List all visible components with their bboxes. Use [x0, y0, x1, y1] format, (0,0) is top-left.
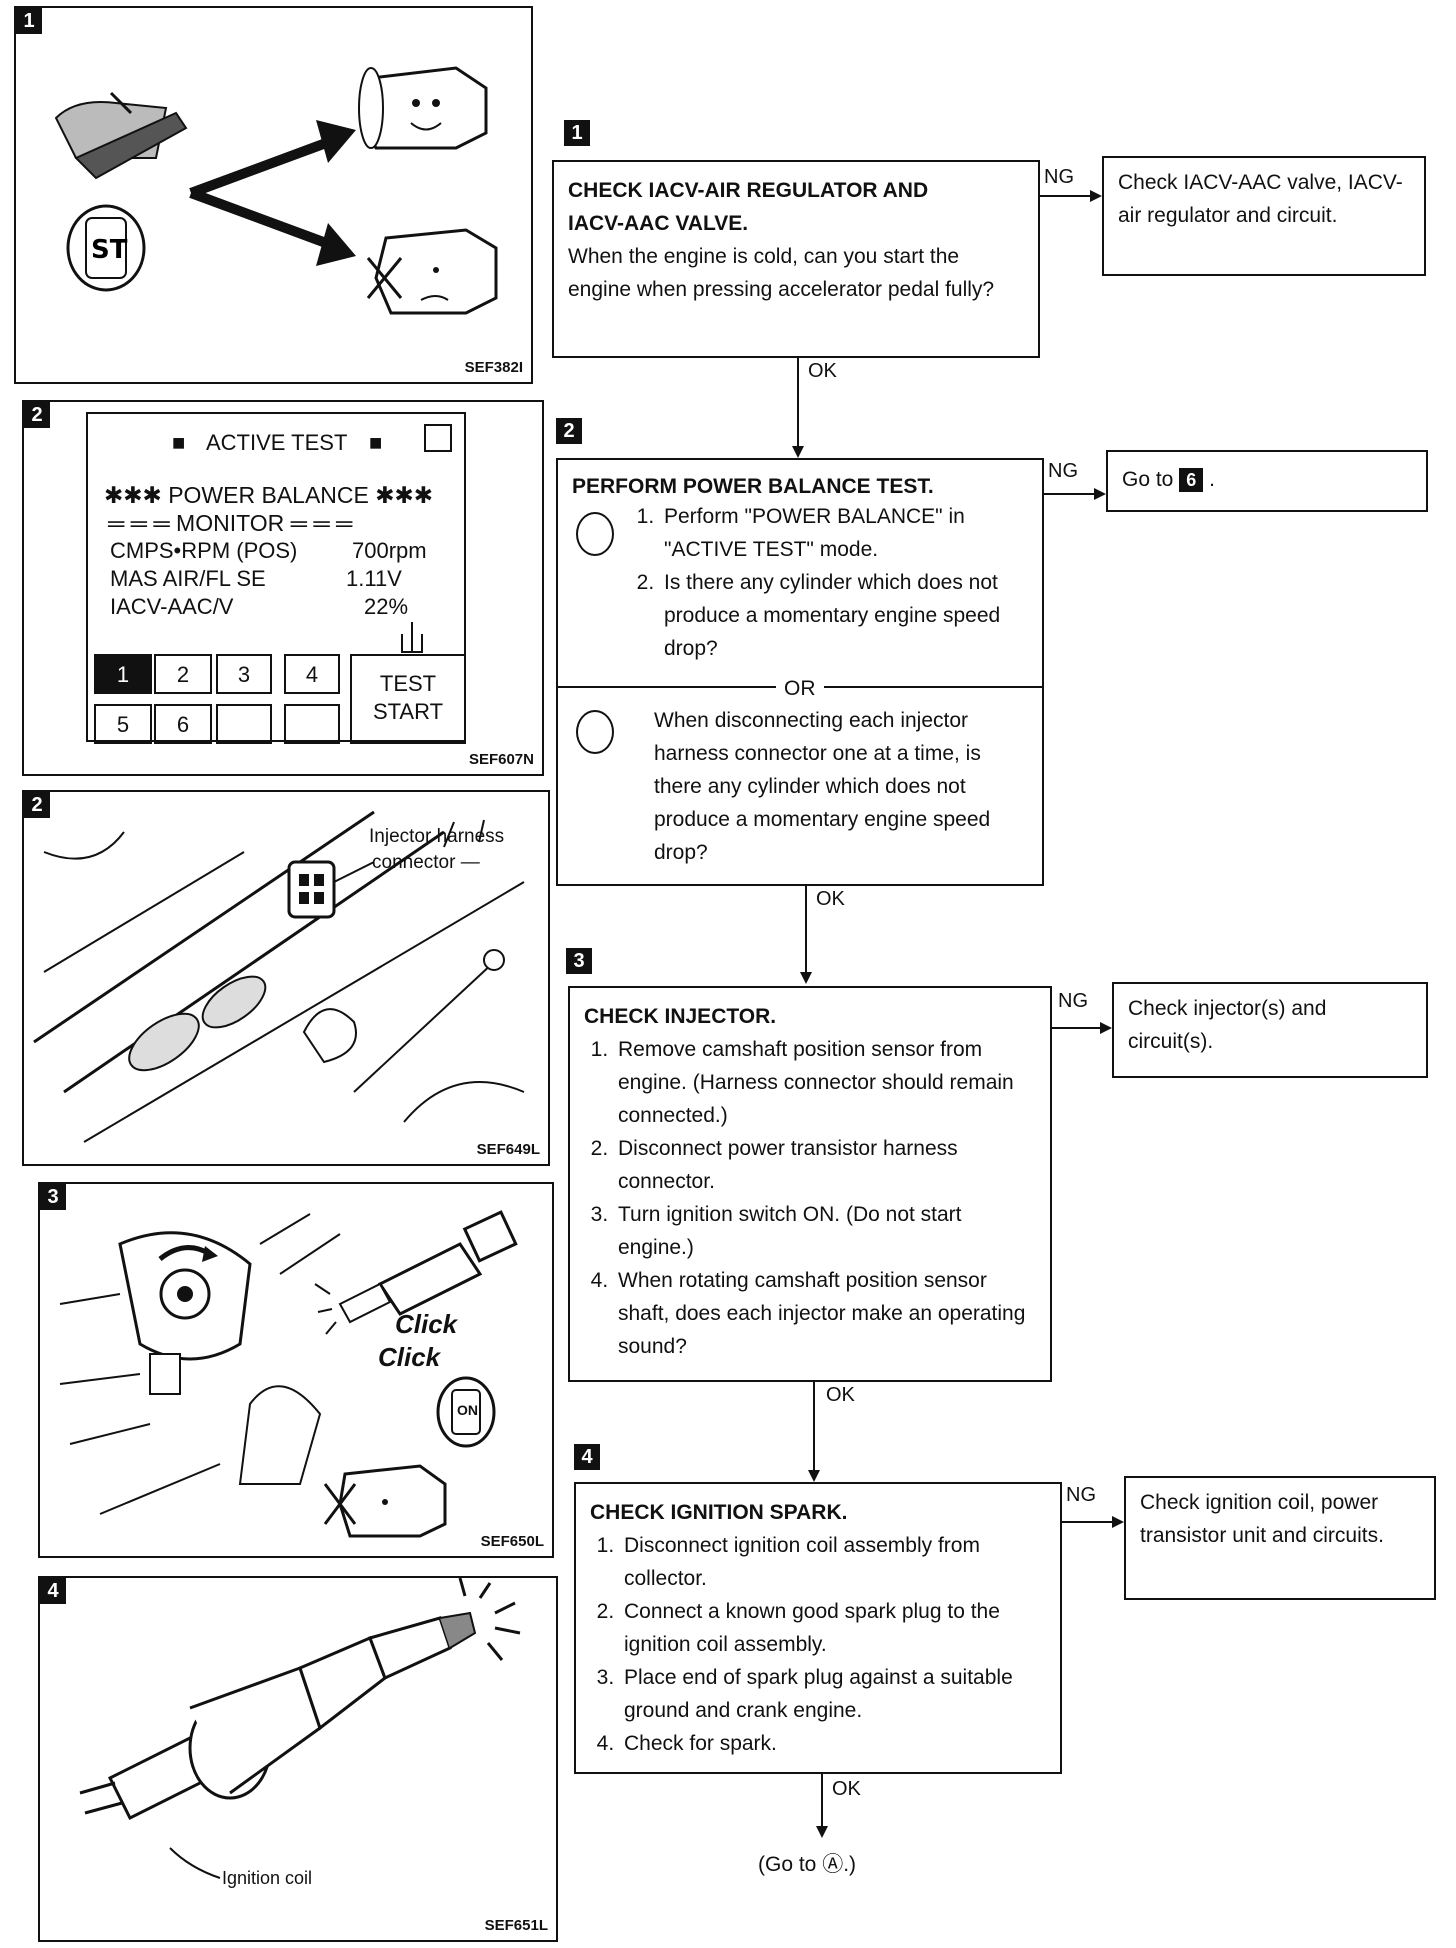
- figure-number: 1: [16, 8, 42, 34]
- figure-5: 4 Ignition coil SEF651L: [38, 1576, 558, 1942]
- figure-1: 1 ST SEF382I: [14, 6, 533, 384]
- ng-result-box: Check injector(s) and circuit(s).: [1112, 982, 1428, 1078]
- ng-label: NG: [1048, 460, 1078, 482]
- step-title: CHECK INJECTOR.: [584, 1005, 777, 1028]
- monitor-label: IACV-AAC/V: [110, 594, 234, 619]
- no-tool-icon: [576, 710, 614, 754]
- screen-title: ACTIVE TEST: [206, 430, 348, 455]
- monitor-label: CMPS•RPM (POS): [110, 538, 298, 563]
- step-item: Disconnect ignition coil assembly from c…: [620, 1529, 1046, 1595]
- power-balance-heading: ✱✱✱ POWER BALANCE ✱✱✱: [104, 482, 434, 508]
- monitor-value: 700rpm: [352, 538, 427, 563]
- ng-label: NG: [1066, 1484, 1096, 1506]
- ng-result-box: Check IACV-AAC valve, IACV-air regulator…: [1102, 156, 1426, 276]
- screen-title-marker: ■: [172, 430, 186, 455]
- figure-4: 3 Click Click ON SEF650L: [38, 1182, 554, 1558]
- ignition-coil-spark-plug-illustration: [79, 1578, 521, 1879]
- figure-number: 2: [24, 402, 50, 428]
- ng-label: NG: [1058, 990, 1088, 1012]
- ignition-on-label: ON: [457, 1402, 478, 1418]
- step-4-box: CHECK IGNITION SPARK. Disconnect ignitio…: [574, 1482, 1062, 1774]
- step-items: Disconnect ignition coil assembly from c…: [590, 1529, 1046, 1760]
- monitor-value: 22%: [364, 594, 409, 619]
- camshaft-sensor-illustration: [59, 1210, 518, 1538]
- step-title: CHECK IGNITION SPARK.: [590, 1501, 848, 1524]
- test-start-button[interactable]: TEST START: [350, 654, 466, 744]
- cylinder-button[interactable]: 6: [154, 704, 212, 744]
- cylinder-button[interactable]: 4: [284, 654, 340, 694]
- cylinder-button[interactable]: 3: [216, 654, 272, 694]
- step-item: Remove camshaft position sensor from eng…: [614, 1033, 1036, 1132]
- injector-harness-label: Injector harness: [369, 826, 505, 847]
- step-title: IACV-AAC VALVE.: [568, 212, 749, 235]
- figure-2-active-test: 2 ■ ACTIVE TEST ■ ✱✱✱ POWER BALANCE ✱✱✱ …: [22, 400, 544, 776]
- empty-button: [216, 704, 272, 744]
- back-button[interactable]: [424, 424, 452, 452]
- monitor-heading: ═ ═ ═ MONITOR ═ ═ ═: [108, 510, 353, 536]
- step-alt-question: When disconnecting each injector harness…: [654, 709, 991, 864]
- step-3-box: CHECK INJECTOR. Remove camshaft position…: [568, 986, 1052, 1382]
- ng-label: NG: [1044, 166, 1074, 188]
- click-label: Click: [395, 1309, 458, 1339]
- figure-3: 2 Injector harness connector — SEF649L: [22, 790, 550, 1166]
- step-item: When rotating camshaft position sensor s…: [614, 1264, 1036, 1363]
- step-item: Perform "POWER BALANCE" in "ACTIVE TEST"…: [660, 500, 1020, 566]
- figure-code: SEF651L: [484, 1917, 548, 1934]
- step-question: When the engine is cold, can you start t…: [568, 245, 995, 301]
- cylinder-button[interactable]: 5: [94, 704, 152, 744]
- step-items: Perform "POWER BALANCE" in "ACTIVE TEST"…: [624, 500, 1020, 665]
- step-item: Is there any cylinder which does not pro…: [660, 566, 1020, 665]
- ok-label: OK: [808, 360, 837, 382]
- click-label: Click: [378, 1342, 441, 1372]
- step-item: Disconnect power transistor harness conn…: [614, 1132, 1036, 1198]
- step-item: Connect a known good spark plug to the i…: [620, 1595, 1046, 1661]
- figure-number: 2: [24, 792, 50, 818]
- step-2-box: PERFORM POWER BALANCE TEST. Perform "POW…: [556, 458, 1044, 886]
- step-item: Place end of spark plug against a suitab…: [620, 1661, 1046, 1727]
- step-number: 4: [574, 1444, 600, 1470]
- consult-screen: [86, 412, 466, 742]
- figure-code: SEF607N: [468, 751, 534, 768]
- cylinder-button[interactable]: 2: [154, 654, 212, 694]
- empty-button: [284, 704, 340, 744]
- step-item: Turn ignition switch ON. (Do not start e…: [614, 1198, 1036, 1264]
- step-number: 3: [566, 948, 592, 974]
- pointing-finger-icon: [401, 622, 423, 653]
- cylinder-button[interactable]: 1: [94, 654, 152, 694]
- injector-harness-label: connector —: [372, 852, 480, 873]
- goto-a-text: (Go to Ⓐ.): [758, 1853, 857, 1876]
- figure-code: SEF382I: [464, 359, 523, 376]
- step-1-box: CHECK IACV-AIR REGULATOR AND IACV-AAC VA…: [552, 160, 1040, 358]
- engine-start-illustration: ST: [54, 66, 498, 315]
- ok-label: OK: [816, 888, 845, 910]
- step-item: Check for spark.: [620, 1727, 1046, 1760]
- step-title: PERFORM POWER BALANCE TEST.: [572, 475, 934, 498]
- step-reference: 6: [1179, 468, 1204, 493]
- monitor-label: MAS AIR/FL SE: [110, 566, 266, 591]
- monitor-value: 1.11V: [346, 566, 402, 591]
- step-items: Remove camshaft position sensor from eng…: [584, 1033, 1036, 1363]
- step-number: 2: [556, 418, 582, 444]
- ok-label: OK: [826, 1384, 855, 1406]
- ng-result-box: Check ignition coil, power transistor un…: [1124, 1476, 1436, 1600]
- consult-tool-icon: [576, 512, 614, 556]
- screen-title-marker: ■: [369, 430, 383, 455]
- figure-code: SEF649L: [476, 1141, 540, 1158]
- svg-text:ST: ST: [91, 235, 128, 265]
- figure-code: SEF650L: [480, 1533, 544, 1550]
- step-title: CHECK IACV-AIR REGULATOR AND: [568, 179, 929, 202]
- ng-result-box: Go to 6 .: [1106, 450, 1428, 512]
- ok-label: OK: [832, 1778, 861, 1800]
- ignition-coil-label: Ignition coil: [222, 1868, 313, 1888]
- or-label: OR: [776, 672, 824, 705]
- engine-harness-illustration: [33, 810, 525, 1143]
- figure-number: 3: [40, 1184, 66, 1210]
- figure-number: 4: [40, 1578, 66, 1604]
- step-number: 1: [564, 120, 590, 146]
